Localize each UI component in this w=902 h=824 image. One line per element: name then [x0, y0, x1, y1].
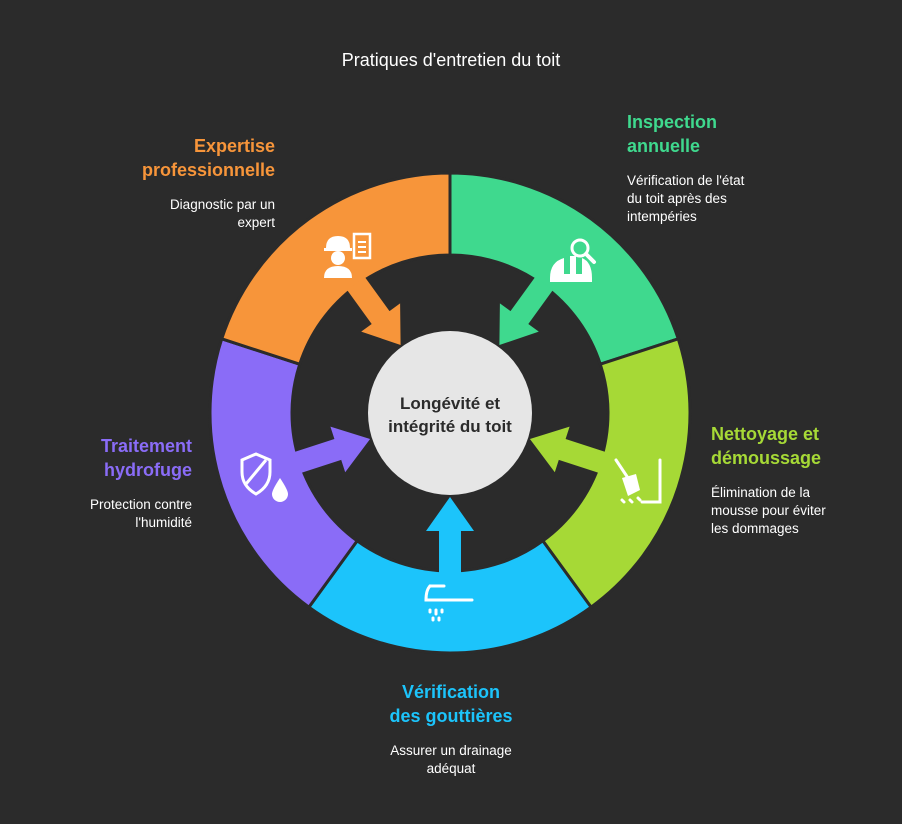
- label-inspection: Inspection annuelle Vérification de l'ét…: [627, 110, 827, 226]
- label-expertise: Expertise professionnelle Diagnostic par…: [75, 134, 275, 232]
- nettoyage-desc-line3: les dommages: [711, 521, 799, 536]
- hydrofuge-desc-line1: Protection contre: [89, 497, 192, 512]
- arrow-hydrofuge: [294, 426, 371, 473]
- hydrofuge-heading-line2: hydrofuge: [104, 460, 192, 480]
- center-label: Longévité et intégrité du toit: [370, 392, 530, 438]
- inspection-desc-line3: intempéries: [627, 209, 697, 224]
- center-circle: [368, 331, 532, 495]
- arrow-gouttieres: [426, 497, 474, 573]
- page-title: Pratiques d'entretien du toit: [341, 50, 561, 70]
- nettoyage-heading-line1: Nettoyage et: [711, 424, 820, 444]
- arrow-inspection: [499, 277, 553, 345]
- inspection-desc-line1: Vérification de l'état: [627, 173, 745, 188]
- nettoyage-desc-line1: Élimination de la: [711, 485, 811, 500]
- expertise-heading-line2: professionnelle: [141, 160, 275, 180]
- inspection-heading-line2: annuelle: [627, 136, 701, 156]
- segment-gouttieres: [306, 538, 594, 655]
- shield-drop-icon: [240, 452, 288, 502]
- gouttieres-desc-line1: Assurer un drainage: [390, 743, 512, 758]
- hydrofuge-desc-line2: l'humidité: [135, 515, 192, 530]
- expertise-desc-line2: expert: [237, 215, 275, 230]
- label-hydrofuge: Traitement hydrofuge Protection contre l…: [10, 434, 192, 532]
- worker-clipboard-icon: [324, 232, 372, 278]
- expertise-desc-line1: Diagnostic par un: [169, 197, 275, 212]
- label-nettoyage: Nettoyage et démoussage Élimination de l…: [711, 422, 891, 538]
- label-gouttieres: Vérification des gouttières Assurer un d…: [340, 680, 562, 778]
- helmet-search-icon: [550, 238, 596, 282]
- segment-nettoyage: [540, 336, 692, 610]
- arrow-expertise: [347, 277, 401, 345]
- segment-inspection: [448, 171, 681, 367]
- gouttieres-heading-line1: Vérification: [401, 682, 501, 702]
- inspection-heading-line1: Inspection: [627, 112, 718, 132]
- nettoyage-desc-line2: mousse pour éviter: [711, 503, 826, 518]
- segment-hydrofuge: [208, 336, 360, 610]
- hydrofuge-heading-line1: Traitement: [100, 436, 192, 456]
- gouttieres-heading-line2: des gouttières: [389, 706, 513, 726]
- gouttieres-desc-line2: adéquat: [426, 761, 476, 776]
- arrow-nettoyage: [529, 426, 606, 473]
- gutter-drain-icon: [424, 584, 474, 622]
- center-label-line2: intégrité du toit: [388, 417, 512, 436]
- inspection-desc-line2: du toit après des: [627, 191, 727, 206]
- expertise-heading-line1: Expertise: [193, 136, 275, 156]
- broom-icon: [614, 458, 662, 504]
- nettoyage-heading-line2: démoussage: [711, 448, 822, 468]
- center-label-line1: Longévité et: [399, 394, 501, 413]
